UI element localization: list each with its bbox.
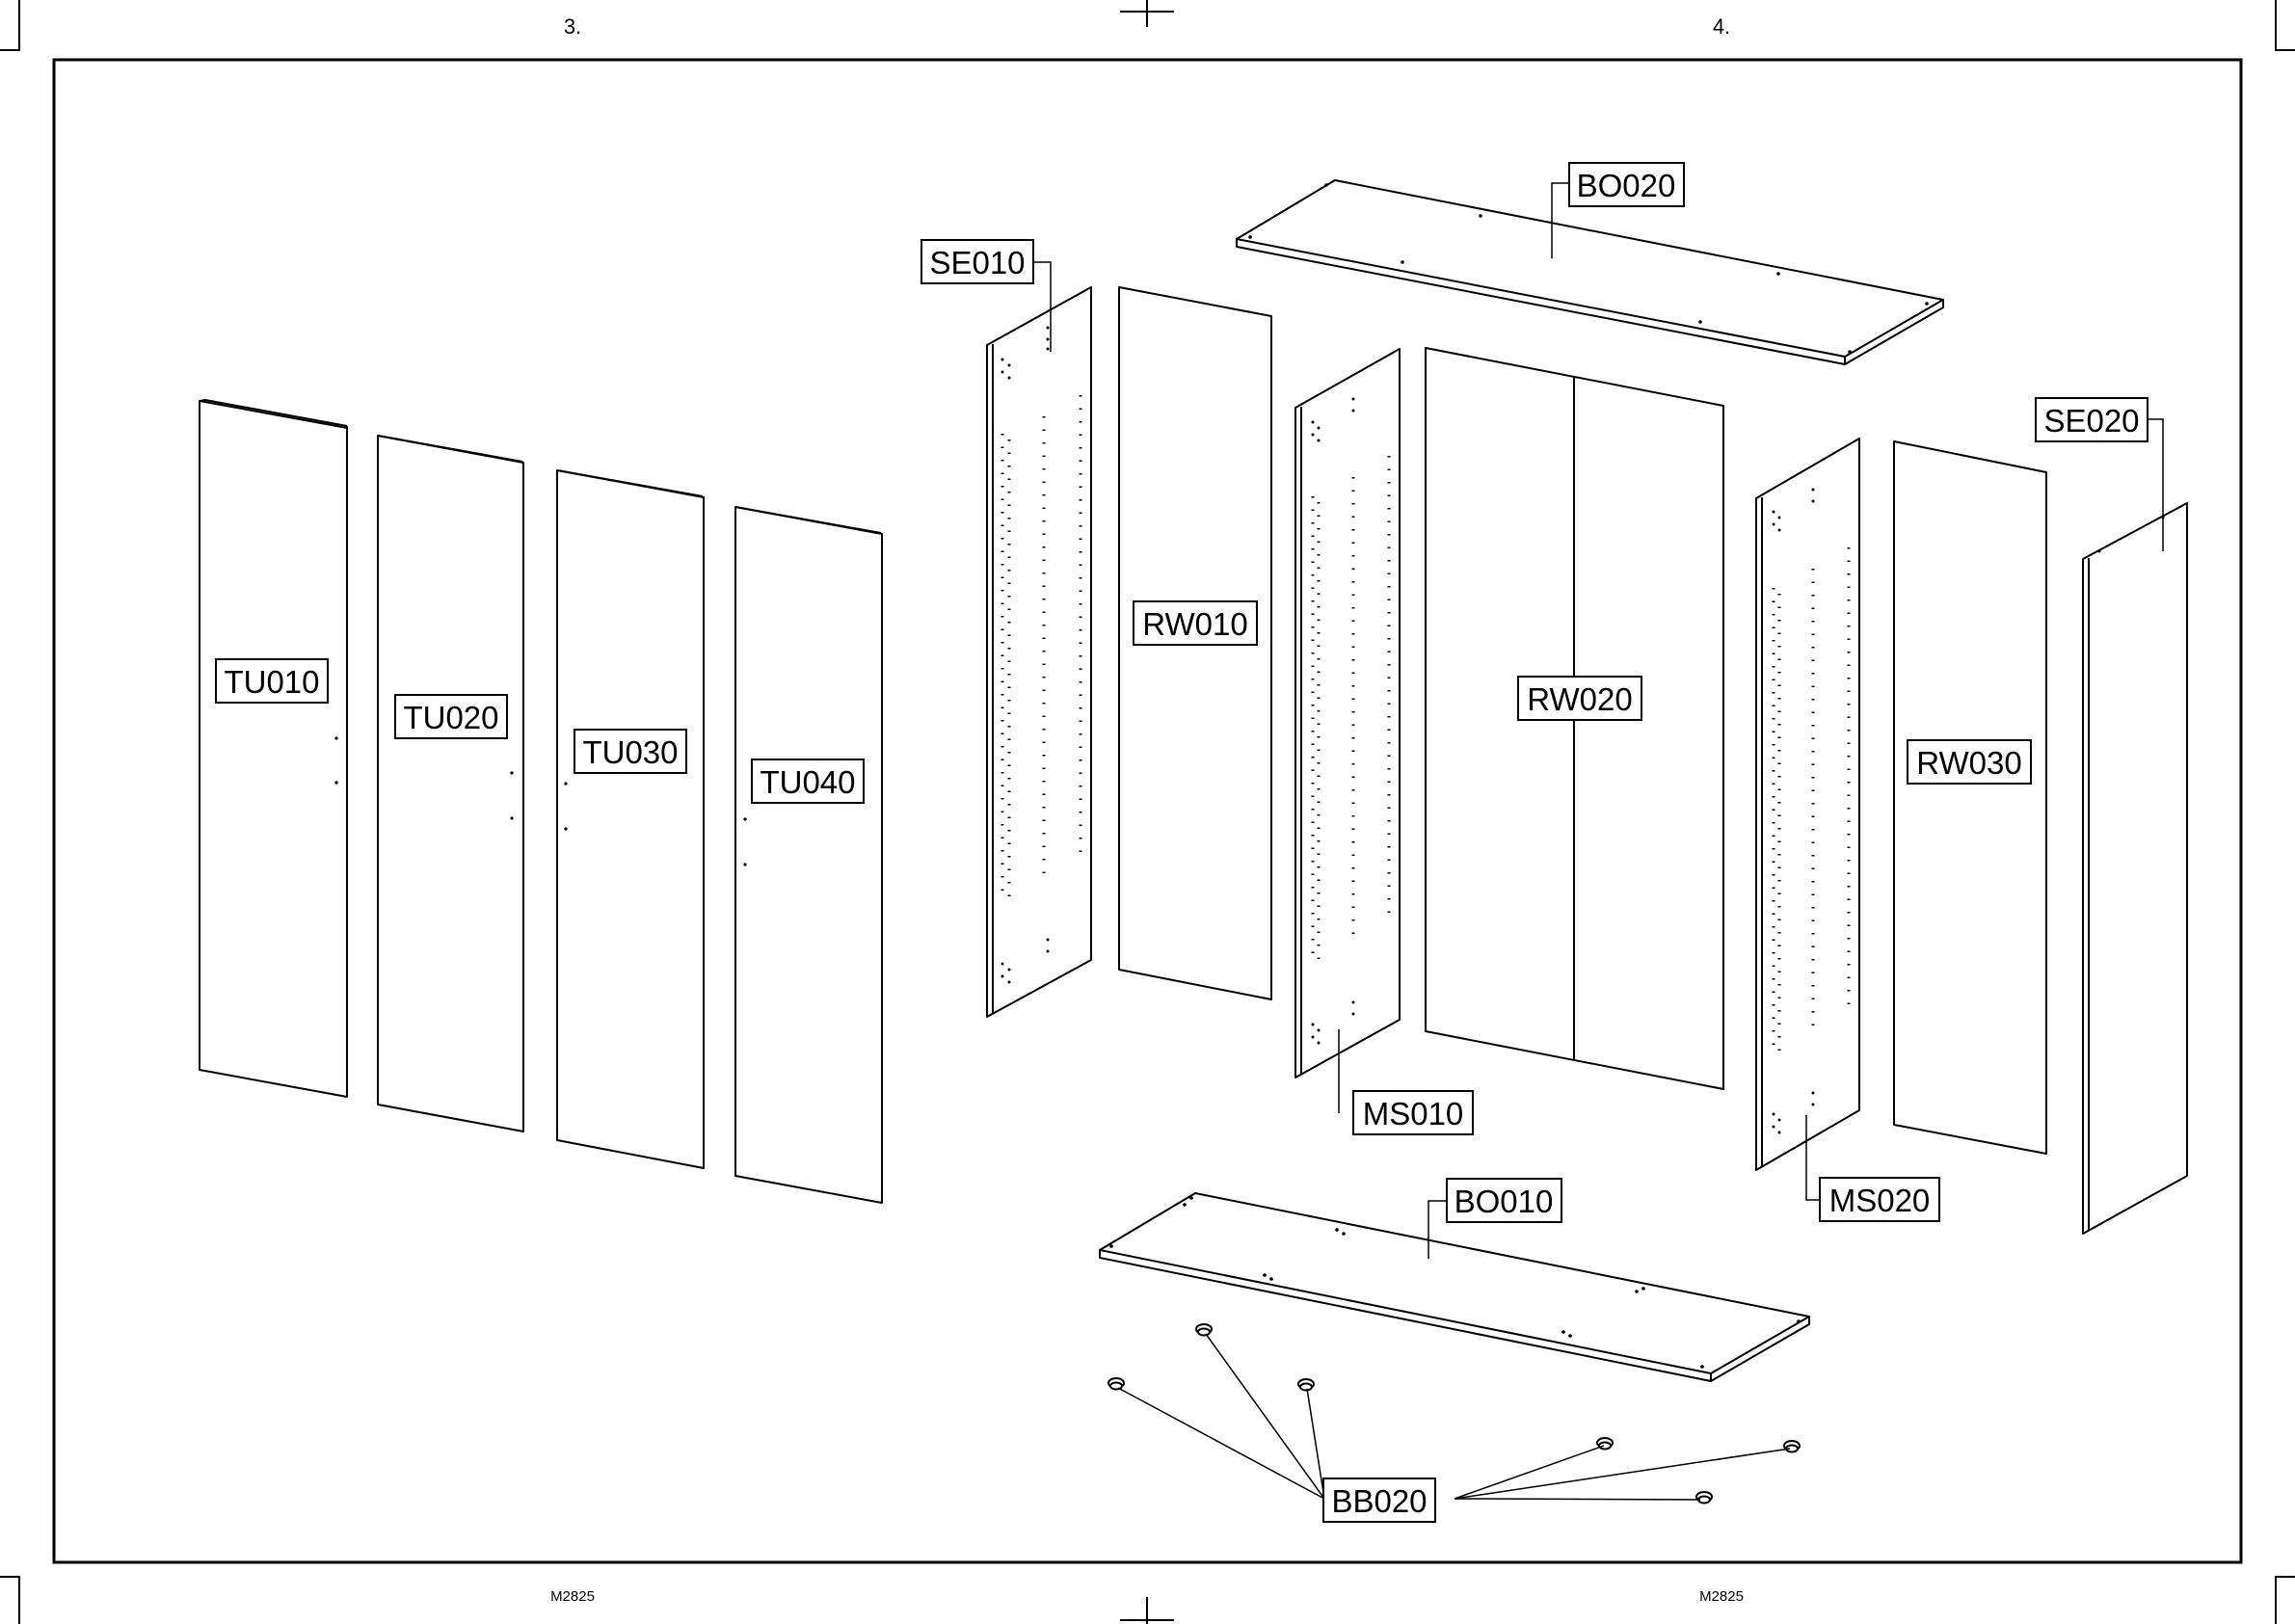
label-text-bo020: BO020 (1577, 168, 1676, 203)
label-rw030: RW030 (1908, 740, 2031, 784)
label-bb020: BB020 (1323, 1478, 1435, 1522)
label-bo020: BO020 (1569, 163, 1684, 206)
label-text-se010: SE010 (929, 245, 1025, 280)
label-text-se020: SE020 (2043, 403, 2139, 439)
label-text-bb020: BB020 (1331, 1483, 1427, 1519)
label-text-bo010: BO010 (1454, 1184, 1554, 1219)
label-text-tu030: TU030 (582, 734, 678, 770)
top-board-bo020 (1237, 180, 1943, 364)
label-tu020: TU020 (395, 695, 507, 738)
label-text-rw020: RW020 (1527, 681, 1632, 717)
label-se020: SE020 (2036, 398, 2148, 441)
middle-side-panel-ms020 (1756, 439, 1859, 1170)
label-text-ms010: MS010 (1363, 1096, 1464, 1131)
label-bo010: BO010 (1447, 1179, 1561, 1222)
label-tu040: TU040 (752, 759, 864, 803)
label-tu030: TU030 (574, 730, 686, 773)
back-panel-rw030 (1894, 441, 2046, 1154)
label-text-ms020: MS020 (1829, 1183, 1931, 1218)
label-text-rw030: RW030 (1916, 745, 2021, 781)
model-code-right: M2825 (1699, 1588, 1744, 1605)
label-tu010: TU010 (216, 659, 328, 703)
label-ms010: MS010 (1353, 1091, 1473, 1134)
door-panel-tu040 (735, 507, 882, 1203)
side-panel-se010 (987, 287, 1091, 1017)
page-number-right: 4. (1713, 14, 1730, 39)
label-ms020: MS020 (1820, 1178, 1939, 1221)
door-panel-tu020 (378, 436, 523, 1131)
label-text-rw010: RW010 (1142, 606, 1247, 642)
side-panel-se020 (2083, 503, 2187, 1234)
model-code-left: M2825 (550, 1588, 595, 1605)
label-rw010: RW010 (1134, 601, 1257, 645)
page-number-left: 3. (564, 14, 581, 39)
label-text-tu010: TU010 (224, 664, 319, 700)
label-rw020: RW020 (1518, 677, 1641, 720)
label-text-tu020: TU020 (403, 700, 498, 735)
label-text-tu040: TU040 (760, 764, 855, 800)
label-se010: SE010 (921, 240, 1033, 283)
door-panel-tu010 (200, 400, 347, 1097)
door-panel-tu030 (557, 470, 704, 1168)
middle-side-panel-ms010 (1295, 349, 1400, 1078)
